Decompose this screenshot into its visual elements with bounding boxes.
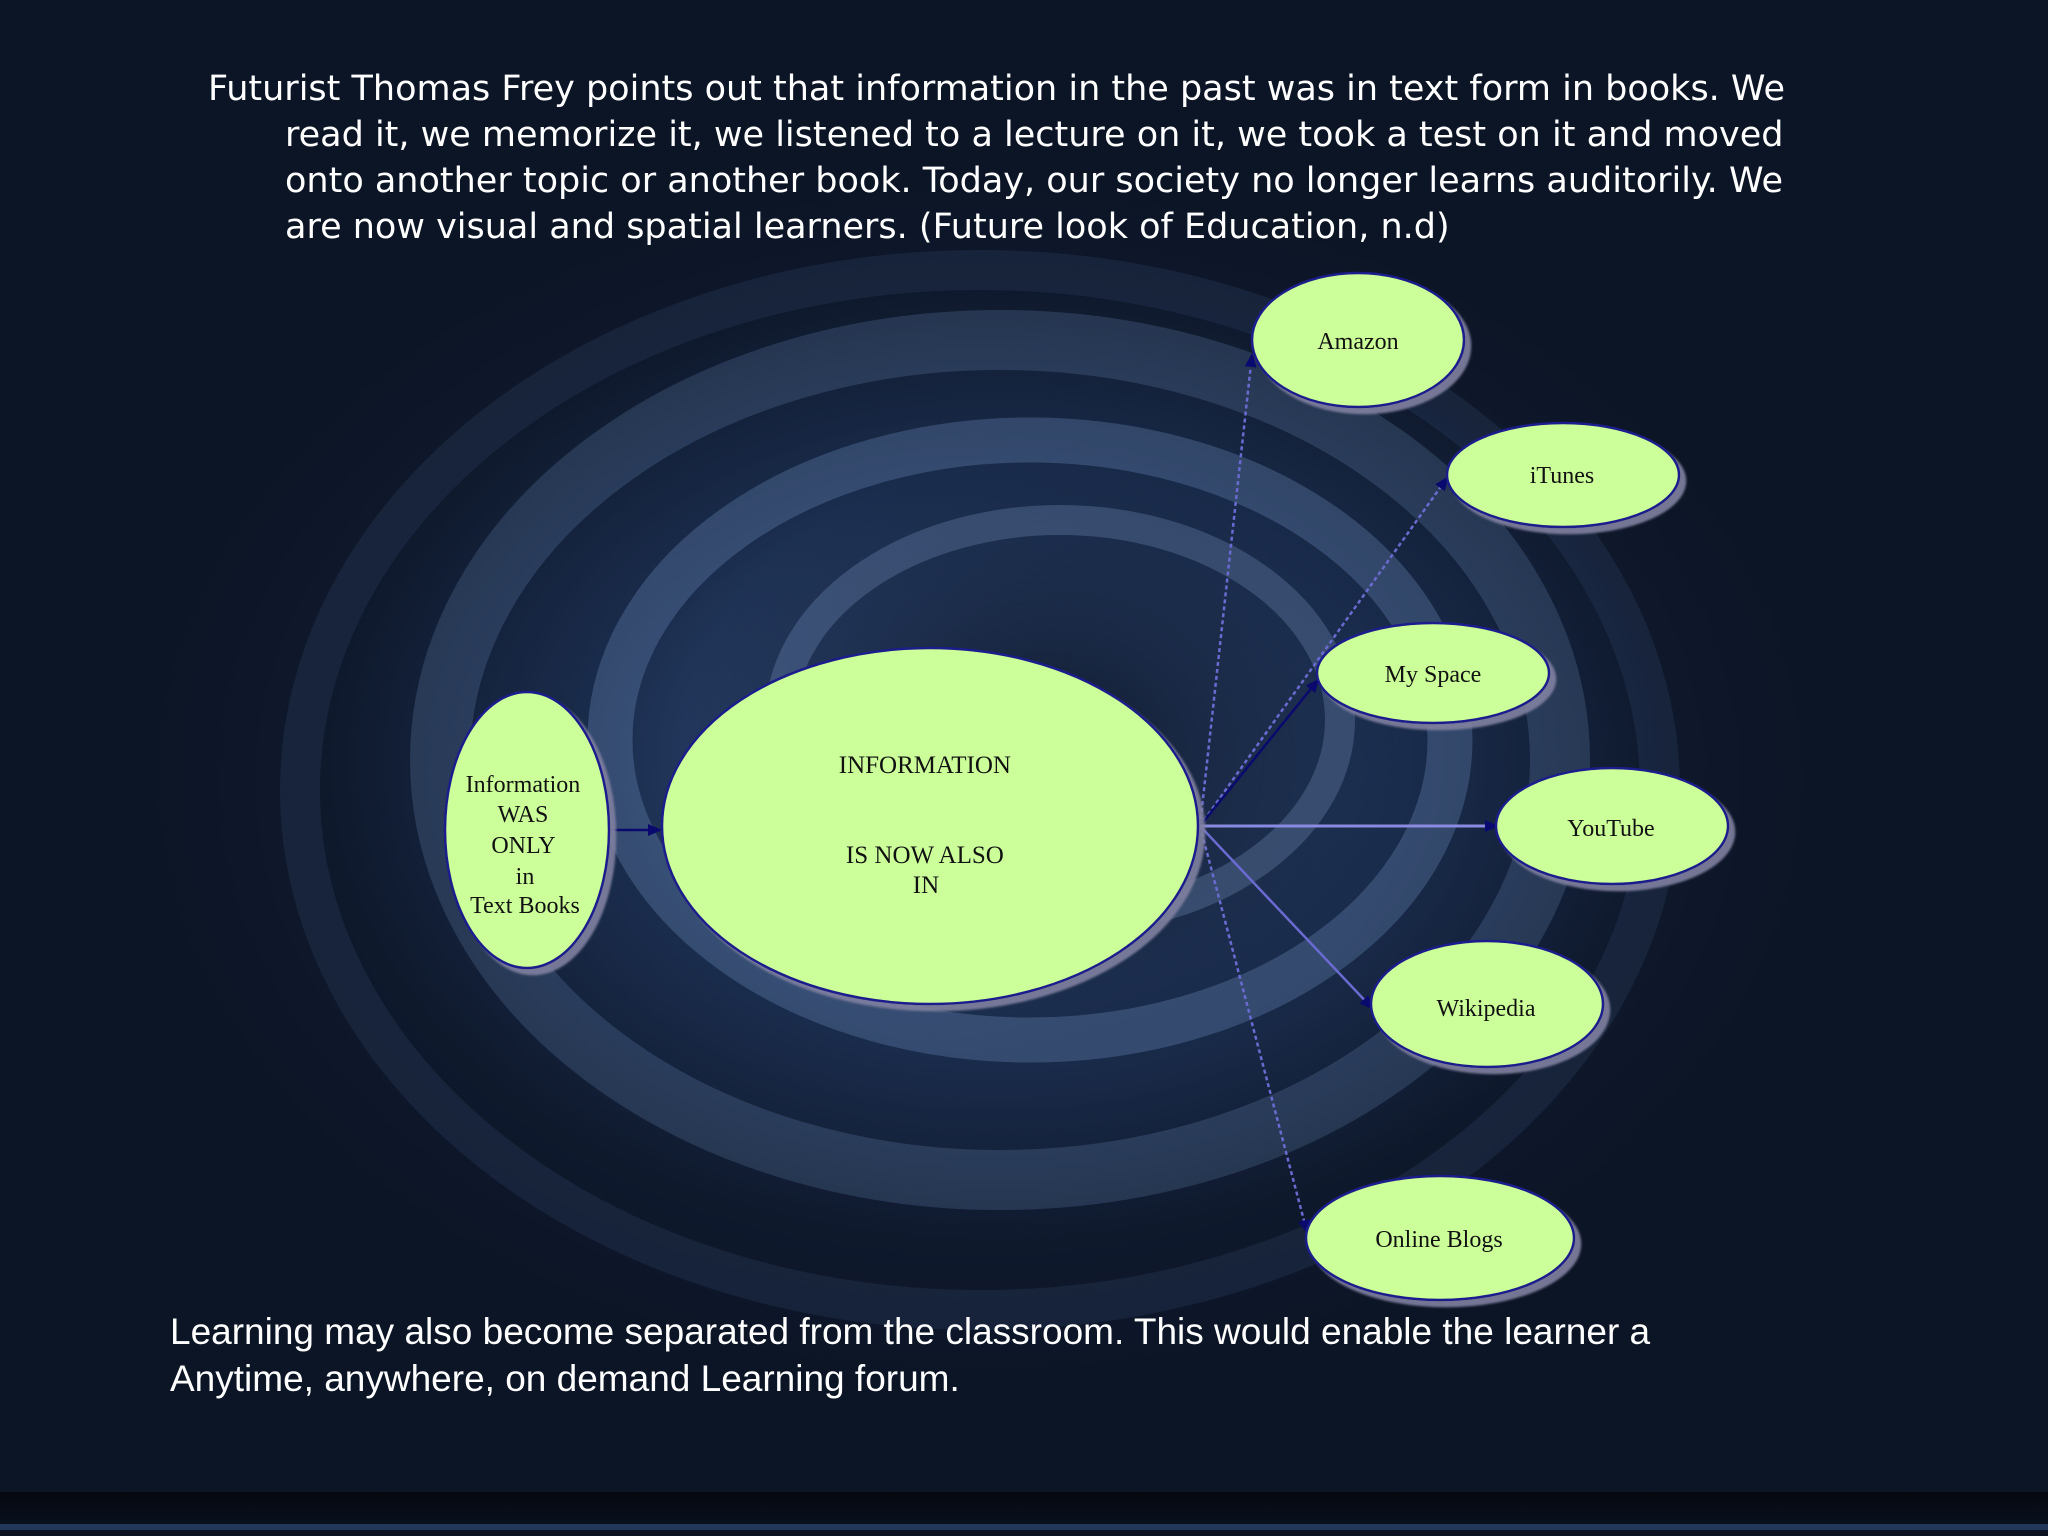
node-myspace: My Space: [1315, 621, 1551, 725]
source-node-line: WAS: [498, 802, 549, 828]
node-itunes: iTunes: [1445, 421, 1681, 529]
node-myspace-label: My Space: [1385, 662, 1482, 688]
center-node-subtitle: IS NOW ALSO: [846, 842, 1004, 869]
node-amazon-label: Amazon: [1317, 329, 1398, 355]
footer-divider: [0, 1524, 2048, 1530]
intro-line: read it, we memorize it, we listened to …: [285, 115, 1784, 155]
closing-line: Learning may also become separated from …: [170, 1311, 1651, 1352]
node-online-blogs: Online Blogs: [1304, 1174, 1576, 1302]
svg-text:INFORMATION IS NOW ALSO: INFORMATION IS NOW ALSO IN: [839, 752, 1017, 899]
connector-itunes: [1198, 476, 1449, 827]
source-node-line: ONLY: [491, 833, 555, 859]
intro-line: are now visual and spatial learners. (Fu…: [285, 207, 1450, 247]
node-wikipedia-label: Wikipedia: [1437, 996, 1536, 1022]
center-node-title: INFORMATION: [839, 752, 1011, 779]
source-node-line: in: [516, 864, 535, 890]
closing-line: Anytime, anywhere, on demand Learning fo…: [170, 1358, 960, 1399]
center-node: [660, 646, 1200, 1006]
svg-text:Information WAS ONLY: Information WAS ONLY in Text Books: [466, 772, 587, 919]
connector-wikipedia: [1199, 825, 1374, 1010]
source-node: [443, 690, 611, 970]
connector-amazon: [1198, 353, 1257, 827]
intro-line: Futurist Thomas Frey points out that inf…: [208, 69, 1786, 109]
node-itunes-label: iTunes: [1530, 463, 1594, 489]
node-wikipedia: Wikipedia: [1369, 939, 1605, 1069]
source-node-line: Information: [466, 772, 581, 798]
connector-online-blogs: [1198, 825, 1310, 1234]
connector-myspace: [1199, 678, 1320, 827]
node-amazon: Amazon: [1250, 271, 1466, 409]
source-node-line: Text Books: [470, 893, 580, 919]
node-youtube: YouTube: [1494, 766, 1730, 886]
node-youtube-label: YouTube: [1567, 816, 1654, 842]
center-node-subtitle: IN: [913, 872, 939, 899]
closing-paragraph: Learning may also become separated from …: [170, 1308, 1870, 1402]
intro-line: onto another topic or another book. Toda…: [285, 161, 1784, 201]
intro-paragraph: Futurist Thomas Frey points out that inf…: [208, 66, 1928, 250]
node-online-blogs-label: Online Blogs: [1375, 1227, 1502, 1253]
